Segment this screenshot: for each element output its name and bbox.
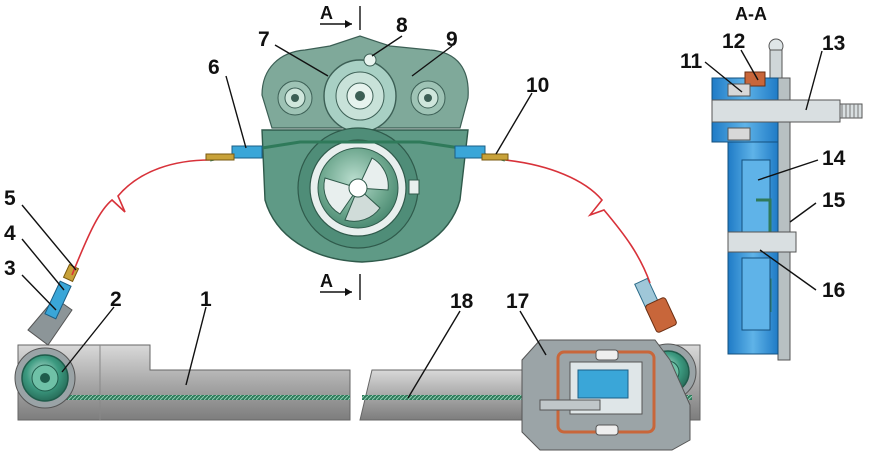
drive-unit: [261, 35, 469, 263]
svg-text:А: А: [320, 3, 333, 23]
callout-10: 10: [526, 74, 549, 97]
cable-sheath-right: [504, 159, 651, 284]
callout-8: 8: [396, 14, 408, 37]
callout-7: 7: [258, 28, 270, 51]
callout-11: 11: [680, 50, 703, 73]
callout-5: 5: [4, 187, 16, 210]
cable-sheath-left: [71, 159, 211, 276]
guide-rail-left: [17, 344, 351, 421]
callout-4: 4: [4, 222, 16, 245]
section-mark-bottom: А: [320, 271, 361, 300]
callout-16: 16: [822, 279, 845, 302]
callout-labels: 1 2 3 4 5 6 7 8 9 10 11 12 13 14 15 16 1…: [4, 14, 846, 313]
leader-lines: [21, 35, 823, 399]
left-bottom-pulley: [14, 347, 76, 409]
section-view-a-a: [711, 38, 863, 361]
motor-cable-sleeves: [205, 140, 509, 162]
section-view-title: А-А: [735, 4, 767, 24]
callout-18: 18: [450, 290, 474, 313]
callout-1: 1: [200, 288, 212, 311]
section-mark-top: А: [320, 3, 361, 30]
callout-13: 13: [822, 32, 845, 55]
right-cable-fitting: [634, 277, 677, 333]
callout-14: 14: [822, 147, 846, 170]
callout-17: 17: [506, 290, 529, 313]
callout-3: 3: [4, 257, 16, 280]
callout-6: 6: [208, 56, 220, 79]
callout-2: 2: [110, 288, 122, 311]
glass-carriage: [521, 339, 691, 451]
callout-12: 12: [722, 30, 745, 53]
callout-9: 9: [446, 28, 458, 51]
callout-15: 15: [822, 189, 846, 212]
svg-text:А: А: [320, 271, 333, 291]
